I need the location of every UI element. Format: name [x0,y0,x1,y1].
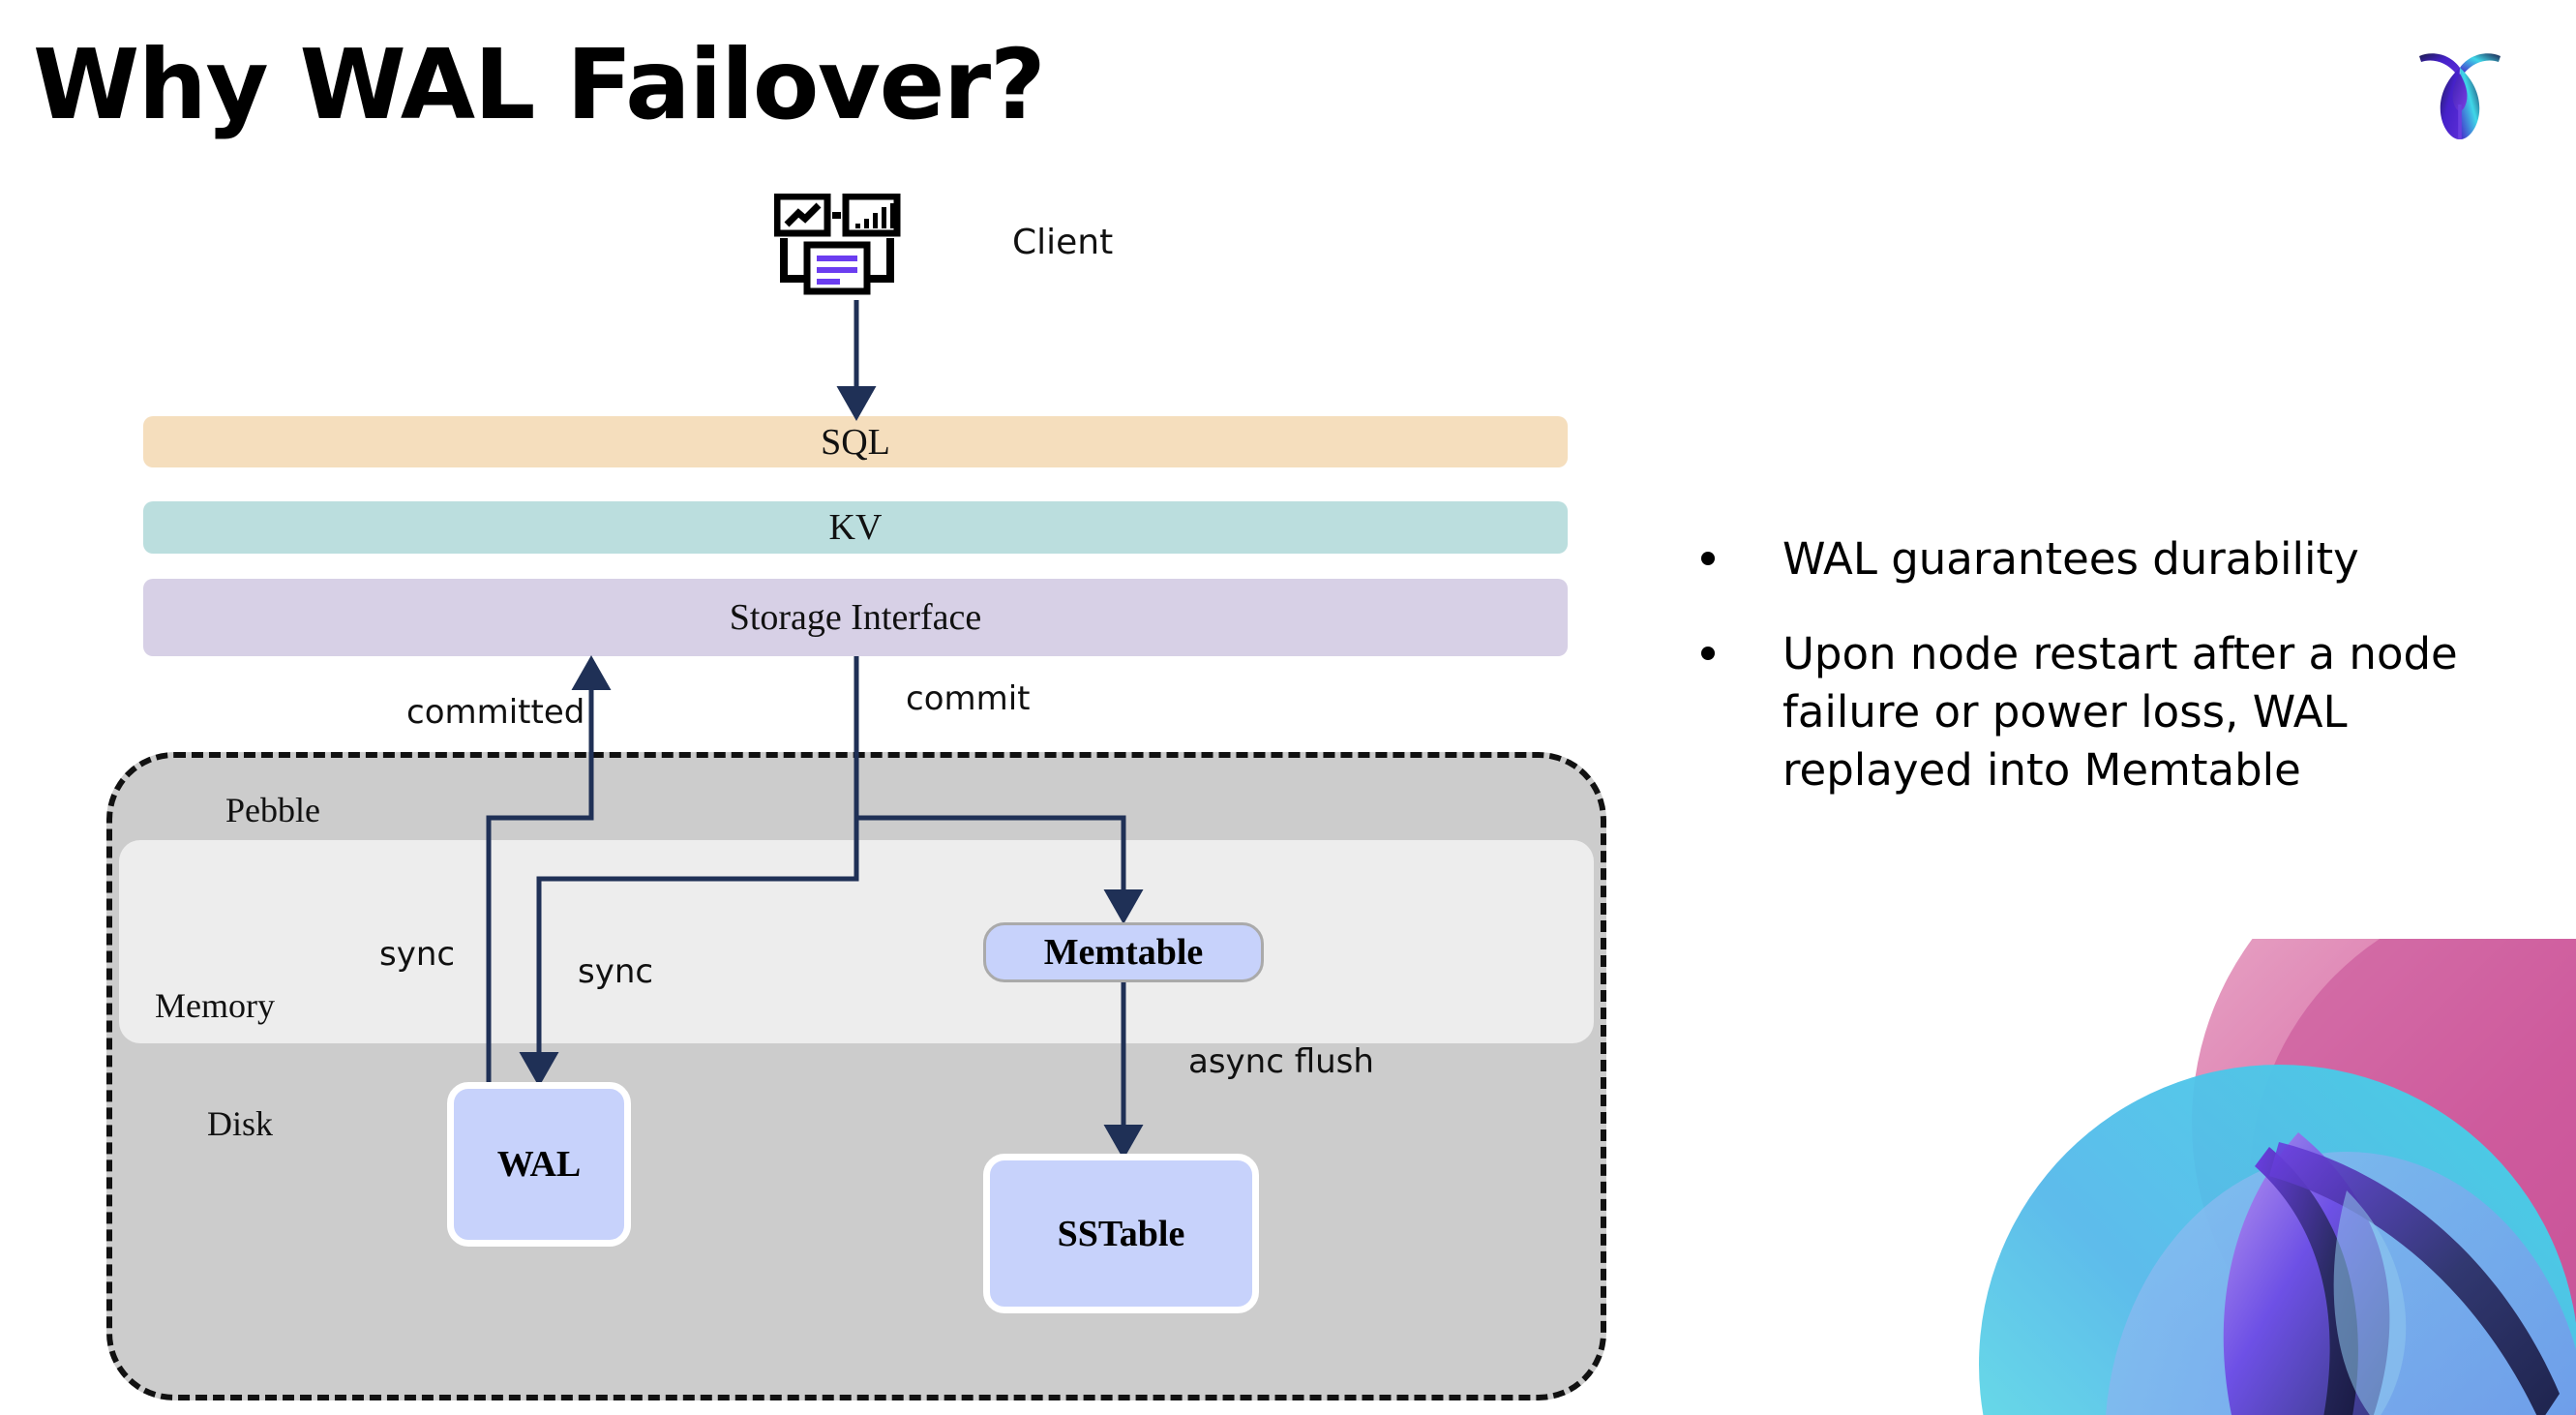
node-memtable: Memtable [983,922,1264,982]
edge-label-sync-left: sync [379,935,456,974]
edge-label-async-flush: async flush [1188,1042,1374,1081]
node-label-memtable: Memtable [1043,932,1204,973]
node-label-sstable: SSTable [1057,1213,1185,1254]
list-item: Upon node restart after a node failure o… [1701,625,2514,799]
list-item: WAL guarantees durability [1701,530,2514,588]
layer-label-kv: KV [828,507,883,548]
client-label: Client [1012,223,1114,262]
pebble-label: Pebble [225,791,320,829]
layer-bar-kv: KV [143,501,1568,554]
client-dashboard-icon [773,193,929,310]
edge-label-commit: commit [906,679,1031,718]
bullet-text: Upon node restart after a node failure o… [1782,627,2458,796]
layer-bar-sql: SQL [143,416,1568,467]
bullet-dot-icon [1701,552,1715,565]
cockroachdb-logo [2413,35,2506,141]
node-label-wal: WAL [496,1144,582,1185]
memory-label: Memory [155,986,275,1025]
layer-label-storage: Storage Interface [729,597,982,638]
layer-bar-storage-interface: Storage Interface [143,579,1568,656]
memory-zone [119,840,1594,1043]
disk-label: Disk [207,1104,274,1143]
bullet-dot-icon [1701,646,1715,660]
layer-label-sql: SQL [821,421,890,463]
node-sstable: SSTable [983,1154,1259,1313]
bullet-list: WAL guarantees durability Upon node rest… [1701,530,2514,835]
node-wal: WAL [447,1082,631,1247]
bullet-text: WAL guarantees durability [1782,533,2359,585]
edge-label-sync-right: sync [578,952,654,991]
page-title: Why WAL Failover? [33,28,1046,141]
edge-label-committed: committed [406,693,585,732]
cockroachdb-watermark [1960,939,2576,1415]
